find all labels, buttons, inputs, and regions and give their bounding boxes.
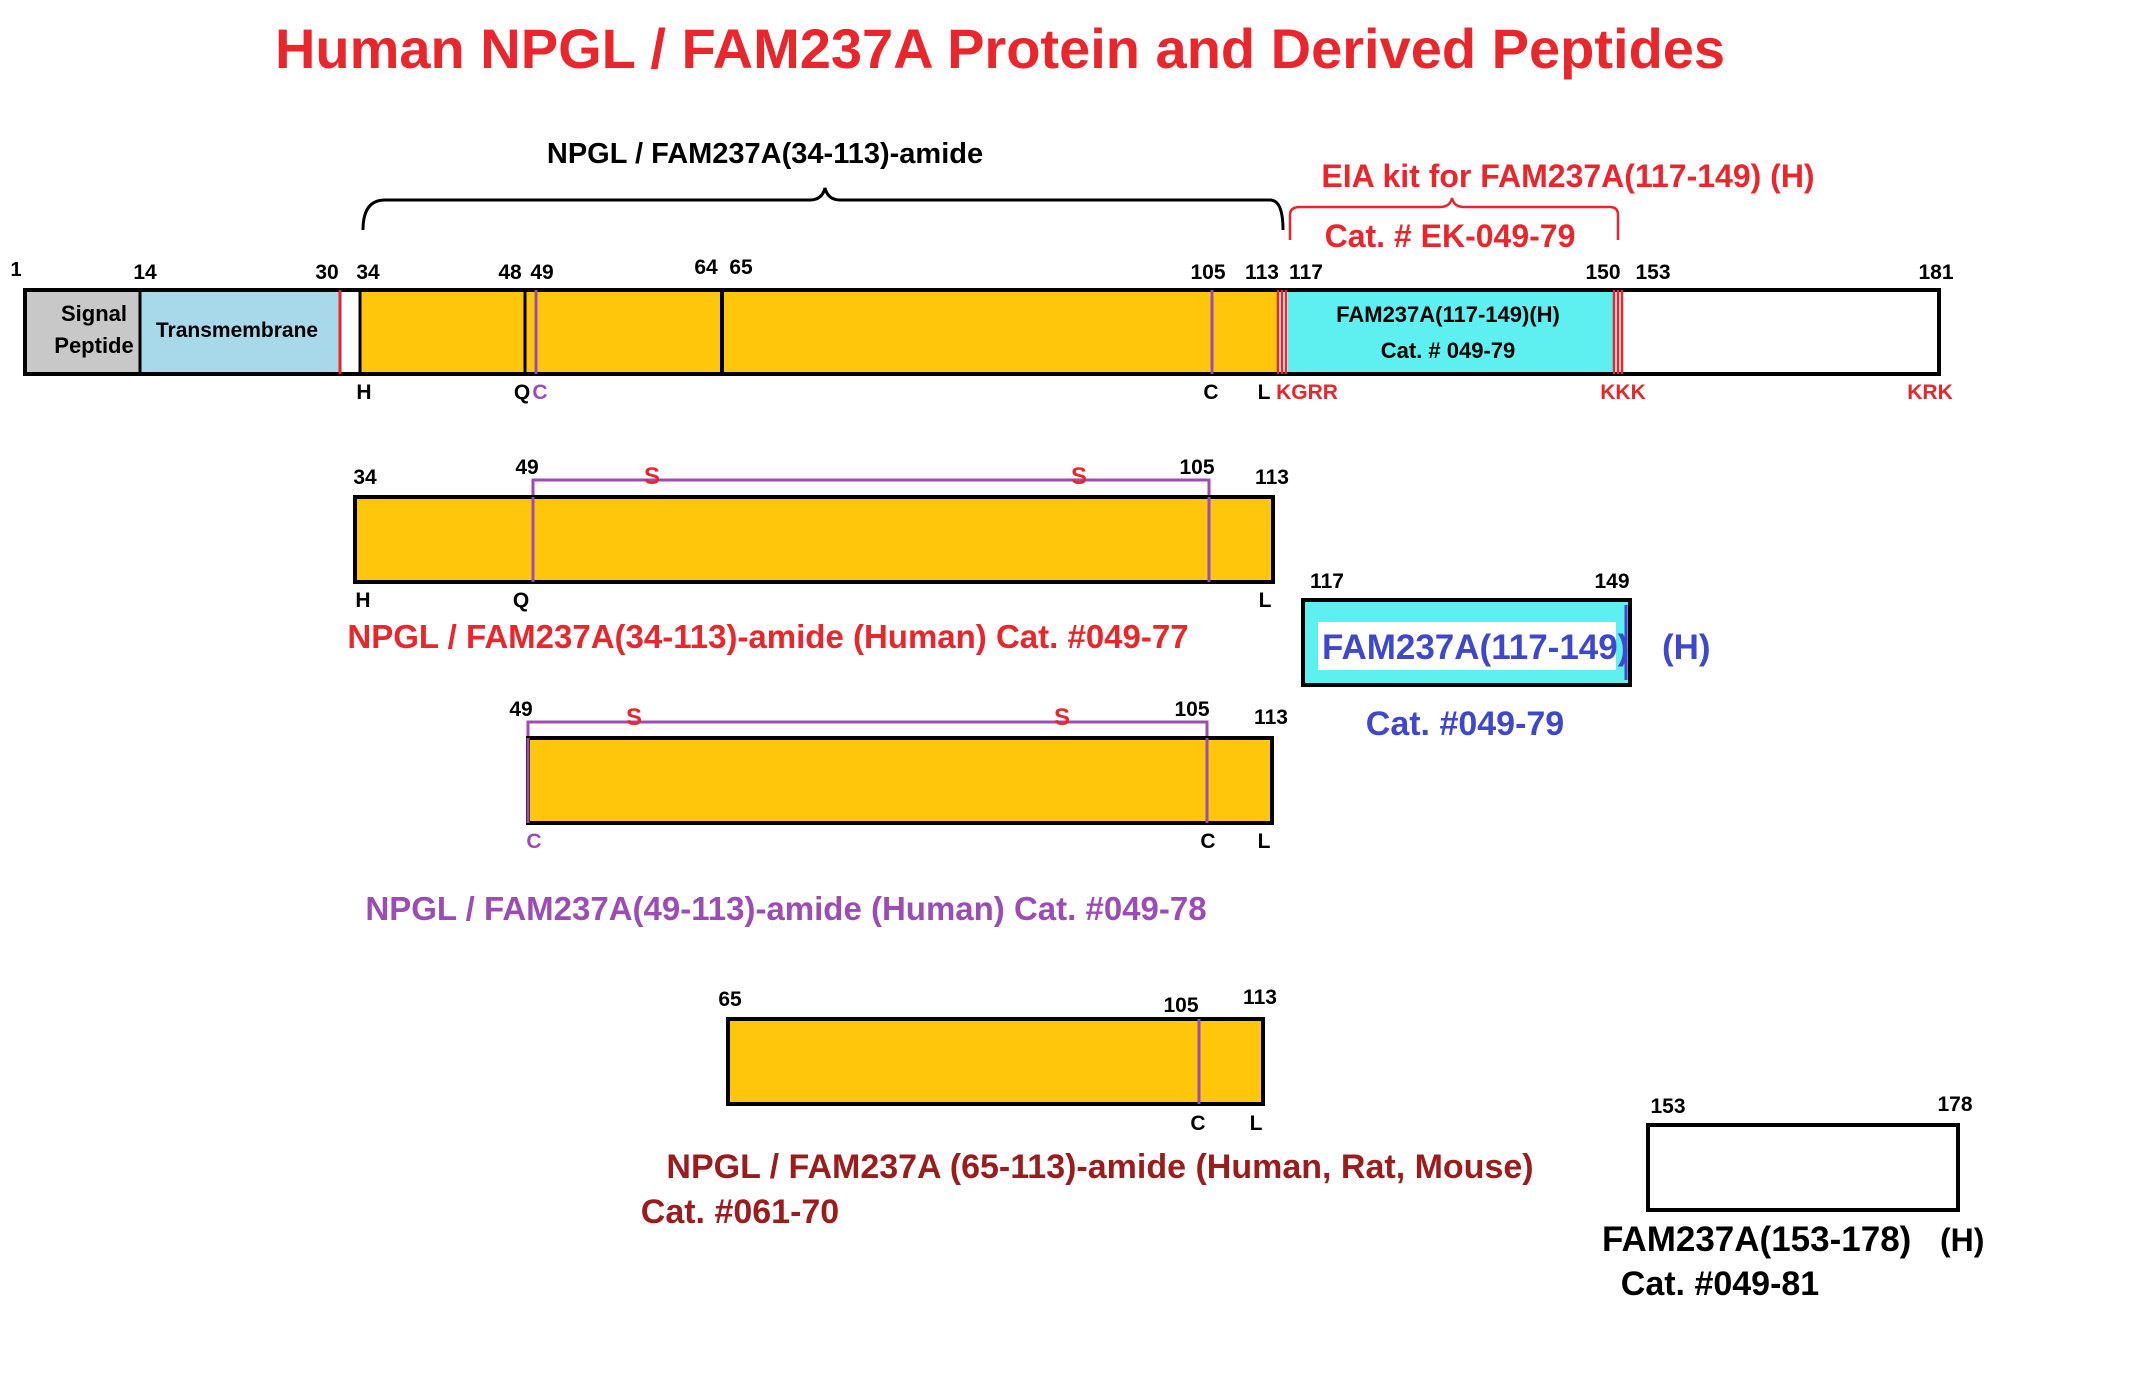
peptide-49-113: 49 105 113 S S C C L NPGL / FAM237A(49-1… [365,698,1288,927]
p34-res-l: L [1259,589,1272,612]
p65-label-1: NPGL / FAM237A (65-113)-amide (Human, Ra… [666,1148,1533,1186]
full-protein-outline [23,288,1941,376]
eia-kit-cat: Cat. # EK-049-79 [1325,218,1576,254]
p49-sulfur-2: S [1054,704,1070,731]
p153-cat: Cat. #049-81 [1621,1265,1819,1303]
peptide-34-113: 34 49 105 113 S S H Q L NPGL / FAM237A(3… [347,456,1289,655]
pos-181: 181 [1918,261,1953,284]
bracket-label: NPGL / FAM237A(34-113)-amide [547,138,983,170]
pos-14: 14 [133,261,157,284]
signal-label-line1: Signal [61,301,127,326]
c-terminal-segment [1622,290,1939,374]
pos-153: 153 [1635,261,1670,284]
p34-pos-105: 105 [1179,456,1214,479]
pos-117: 117 [1289,261,1323,284]
p49-sulfur-1: S [626,704,642,731]
p34-start-num: 34 [353,466,377,489]
p153-name: FAM237A(153-178) [1602,1220,1911,1259]
p34-bar [353,495,1275,584]
pos-65: 65 [729,256,753,279]
residue-krk: KRK [1907,381,1953,404]
fam237a-117-149-segment [1288,290,1615,374]
p117-end-num: 149 [1594,570,1629,593]
p153-suffix: (H) [1940,1222,1984,1258]
signal-label-line2: Peptide [54,333,133,358]
p65-bar [726,1017,1265,1106]
p49-pos-105: 105 [1174,698,1209,721]
p65-pos-105: 105 [1163,994,1198,1017]
p65-end-num: 113 [1243,986,1277,1009]
p117-start-num: 117 [1310,570,1344,593]
p49-res-c2: C [1200,830,1215,853]
p117-name: FAM237A(117-149) [1322,628,1629,667]
pos-113: 113 [1245,261,1279,284]
p34-res-h: H [355,589,370,612]
residue-c105: C [1203,381,1218,404]
p117-suffix: (H) [1662,628,1711,667]
mature-peptide-segment [360,290,1278,374]
p153-start-num: 153 [1650,1095,1685,1118]
p65-res-l: L [1250,1112,1263,1135]
residue-kkk: KKK [1600,381,1646,404]
p49-end-num: 113 [1254,706,1288,729]
residue-q48: Q [514,381,530,404]
page-title: Human NPGL / FAM237A Protein and Derived… [275,17,1725,80]
bracket-34-113 [361,187,1285,231]
p49-res-c1: C [526,830,541,853]
p65-res-c: C [1190,1112,1205,1135]
p34-pos-49: 49 [515,456,538,479]
p34-label: NPGL / FAM237A(34-113)-amide (Human) Cat… [347,618,1188,655]
pos-34: 34 [356,261,380,284]
residue-kgrr: KGRR [1276,381,1338,404]
cyan-segment-label-1: FAM237A(117-149)(H) [1336,302,1560,327]
p49-res-l: L [1258,830,1271,853]
p153-end-num: 178 [1937,1093,1972,1116]
p49-start-num: 49 [509,698,532,721]
transmembrane-label: Transmembrane [156,319,318,342]
p65-label-2: Cat. #061-70 [641,1193,839,1231]
pos-30: 30 [315,261,338,284]
pos-48: 48 [498,261,522,284]
eia-kit-bracket [1288,197,1620,240]
pos-150: 150 [1585,261,1620,284]
peptide-153-178: 153 178 FAM237A(153-178) (H) Cat. #049-8… [1602,1093,1984,1303]
transmembrane-segment [140,290,340,374]
pos-1: 1 [10,259,21,281]
peptide-65-113: 65 105 113 C L NPGL / FAM237A (65-113)-a… [641,986,1534,1231]
p153-bar [1646,1123,1960,1212]
p49-label: NPGL / FAM237A(49-113)-amide (Human) Cat… [365,890,1206,927]
full-protein-diagram: NPGL / FAM237A(34-113)-amide EIA kit for… [10,138,1953,404]
residue-l113: L [1258,381,1271,404]
p49-bar [526,736,1274,825]
p34-sulfur-1: S [644,463,660,490]
peptide-117-149: 117 149 FAM237A(117-149) (H) Cat. #049-7… [1301,570,1711,743]
pos-105: 105 [1190,261,1225,284]
p117-inner [1318,622,1616,670]
p34-res-q: Q [513,589,529,612]
p117-cat: Cat. #049-79 [1366,705,1564,743]
cyan-segment-label-2: Cat. # 049-79 [1381,338,1516,363]
p65-start-num: 65 [718,988,742,1011]
p34-sulfur-2: S [1071,463,1087,490]
signal-peptide-segment [25,290,140,374]
eia-kit-label: EIA kit for FAM237A(117-149) (H) [1321,158,1814,194]
pos-64: 64 [694,256,718,279]
residue-h34: H [356,381,371,404]
pos-49: 49 [530,261,553,284]
residue-c49: C [532,381,547,404]
p34-end-num: 113 [1255,466,1289,489]
